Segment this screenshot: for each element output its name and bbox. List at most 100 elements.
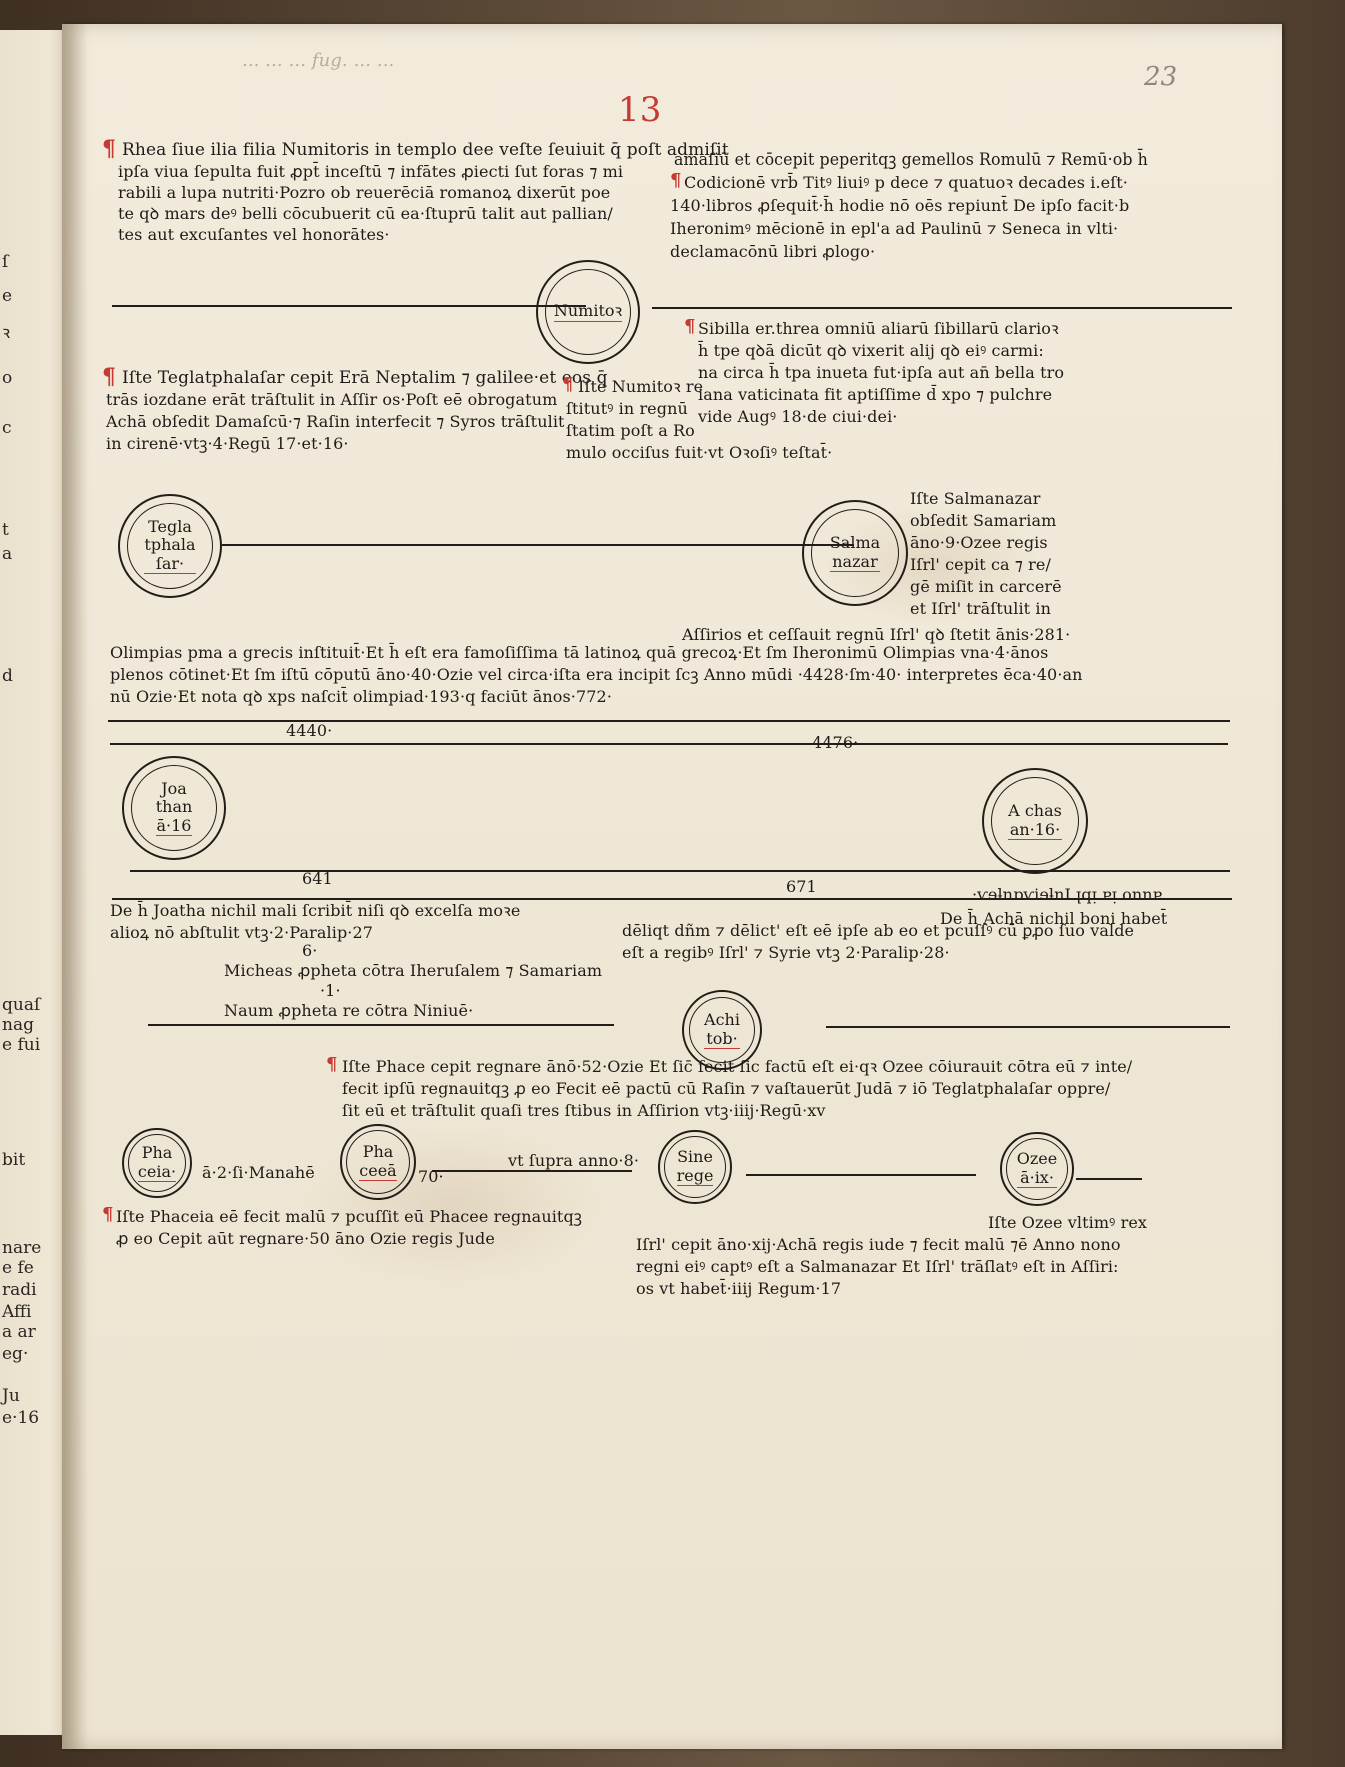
regnum-note: ā·2·ſi·Manahē	[202, 1163, 315, 1182]
joatha-line: De h̄ Joatha nichil mali ſcribit̄ niſi q…	[110, 901, 521, 920]
paragraph-mark: ¶	[684, 316, 696, 337]
left-fragment: a ar	[2, 1322, 36, 1342]
paragraph-mark: ¶	[326, 1054, 338, 1075]
salmanazar-line: āno·9·Ozee regis	[910, 533, 1048, 552]
naum-line: Naum ꝓpheta re cōtra Niniuē·	[224, 1001, 474, 1020]
rhea-line: te qꝺ mars deꝰ belli cōcubuerit cū ea·ſt…	[118, 204, 613, 223]
genealogy-line	[652, 307, 1232, 309]
teglatphalasar-label: Tegla tphala ſar·	[144, 516, 196, 575]
achitob-circle: Achi tob·	[682, 990, 762, 1070]
olimpias-line: plenos cōtinet·Et ſm iſtū cōputū āno·40·…	[110, 665, 1083, 684]
left-fragment: c	[2, 418, 12, 438]
mirrored-text: ·ⱱɘƚnɒⱱiɘƚnI ꞁqᴉ ɐᴉ onnɐ	[972, 885, 1163, 904]
left-fragment: e	[2, 286, 13, 306]
paragraph-mark: ¶	[102, 136, 116, 162]
joatha-end: 6·	[302, 941, 318, 960]
year-mark: 671	[786, 877, 817, 896]
olimpias-line: Olimpias pma a grecis inſtituit̄·Et h̄ e…	[110, 643, 1049, 662]
olimpias-line: nū Ozie·Et nota qꝺ xps naſcit̄ olimpiad·…	[110, 687, 613, 706]
ozee-line: os vt habet̄·iiij Regum·17	[636, 1279, 842, 1298]
genealogy-line	[222, 544, 854, 546]
genealogy-line	[826, 1026, 1230, 1028]
achitob-label: Achi tob·	[704, 1010, 740, 1049]
salmanazar-line: et Iſrl' trāſtulit in	[910, 599, 1052, 618]
year-mark: 641	[302, 869, 333, 888]
genealogy-line	[746, 1174, 976, 1176]
amasiu-line: Iheronimꝰ mēcionē in epl'a ad Paulinū ⁊ …	[670, 219, 1119, 238]
amasiu-line: amaſiū et cōcepit peperitqꝫ gemellos Rom…	[674, 150, 1148, 170]
left-fragment: radi	[2, 1280, 37, 1300]
ozee-circle: Ozee ā·ix·	[1000, 1132, 1074, 1206]
left-fragment: ſ	[2, 252, 9, 272]
left-fragment: nare	[2, 1238, 42, 1258]
teglat-line: trās iozdane erāt trāſtulit in Aſſir os·…	[106, 390, 558, 409]
phacea-label: Pha ceeā	[359, 1142, 397, 1181]
rhea-line: Rhea ſiue ilia filia Numitoris in templo…	[122, 140, 729, 160]
teglat-line: in cirenē·vtꝫ·4·Regū 17·et·16·	[106, 434, 349, 453]
genealogy-line	[112, 305, 586, 307]
left-fragment: a	[2, 544, 13, 564]
sibilla-line: vide Augꝰ 18·de ciui·dei·	[698, 407, 898, 426]
salmanazar-line: gē miſit in carcerē	[910, 577, 1062, 596]
ozee-line: Iſte Ozee vltimꝰ rex	[988, 1213, 1148, 1232]
faint-header: ... ... ... fug. ... ...	[242, 50, 395, 71]
salmanazar-line: obſedit Samariam	[910, 511, 1057, 530]
phacea-circle: Pha ceeā	[340, 1124, 416, 1200]
numitor-label: Numitoꝛ	[553, 301, 623, 322]
genealogy-line	[1076, 1178, 1142, 1180]
rhea-line: rabili a lupa nutriti·Pozro ob reuerēciā…	[118, 183, 611, 202]
left-fragment: nag	[2, 1015, 34, 1035]
left-fragment: quaſ	[2, 995, 41, 1015]
salmanazar-line: Iſte Salmanazar	[910, 489, 1041, 508]
left-fragment: e·16	[2, 1408, 40, 1428]
left-fragment: o	[2, 368, 13, 388]
left-fragment: eg·	[2, 1344, 29, 1364]
quire-mark: 13	[618, 90, 662, 130]
genealogy-line	[130, 870, 1230, 872]
phaceia-line: Iſte Phaceia eē fecit malū ⁊ pcuſſit eū …	[116, 1207, 583, 1226]
sine-rege-circle: Sine rege	[658, 1130, 732, 1204]
phaceia-label: Pha ceia·	[137, 1143, 177, 1182]
numitor-text-line: ſtitutꝰ in regnū	[566, 399, 688, 418]
phaceia-circle: Pha ceia·	[122, 1128, 192, 1198]
page-gutter-shadow	[62, 24, 88, 1749]
achas-circle: A chas an·16·	[982, 768, 1088, 874]
teglat-line: Achā obſedit Damaſcū·⁊ Raſin interfecit …	[106, 412, 565, 431]
joatha-circle: Joa than ā·16	[122, 756, 226, 860]
book-page: ... ... ... fug. ... ... 13 23 ¶ Rhea ſi…	[62, 24, 1282, 1749]
genealogy-line	[148, 1024, 614, 1026]
rhea-line: ipſa viua ſepulta fuit ꝓpt̄ inceſtū ⁊ in…	[118, 162, 624, 181]
ozee-line: Iſrl' cepit āno·xij·Achā regis iude ⁊ fe…	[636, 1235, 1121, 1254]
left-fragment: e fui	[2, 1035, 41, 1055]
left-fragment: bit	[2, 1150, 26, 1170]
sibilla-line: h̄ tpe qꝺā dicūt qꝺ vixerit alij qꝺ eiꝰ …	[698, 341, 1044, 360]
genealogy-line	[112, 898, 1232, 900]
achas-label: A chas an·16·	[1008, 801, 1062, 840]
michea-line: Micheas ꝓpheta cōtra Iheruſalem ⁊ Samari…	[224, 961, 603, 980]
teglat-line: Iſte Teglatphalaſar cepit Erā Neptalim ⁊…	[122, 368, 608, 388]
acha-line: eſt a regibꝰ Iſrl' ⁊ Syrie vtꝫ 2·Paralip…	[622, 943, 950, 962]
left-fragment: e fe	[2, 1258, 34, 1278]
michea-end: ·1·	[320, 981, 341, 1000]
phacee-line: ſit eū et trāſtulit quaſi tres ſtibus in…	[342, 1101, 826, 1120]
left-fragment: ꝛ	[2, 323, 11, 343]
year-mark: 4476·	[812, 733, 859, 752]
assirios-line: Aſſirios et ceſſauit regnū Iſrl' qꝺ ſtet…	[682, 625, 1071, 644]
ozee-line: regni eiꝰ captꝰ eſt a Salmanazar Et Iſrl…	[636, 1257, 1119, 1276]
teglatphalasar-circle: Tegla tphala ſar·	[118, 494, 222, 598]
left-fragment: Ju	[2, 1386, 20, 1406]
paragraph-mark: ¶	[102, 364, 116, 390]
acha-line: De h̄ Achā nichil boni habet̄	[940, 909, 1168, 928]
phacee-line: Iſte Phace cepit regnare ānō·52·Ozie Et …	[342, 1057, 1133, 1076]
left-fragment: d	[2, 666, 13, 686]
sibilla-line: na circa h̄ tpa inueta fut·ipſa aut an̄ …	[698, 363, 1065, 382]
sine-rege-label: Sine rege	[676, 1147, 714, 1186]
amasiu-line: Codicionē vrb̄ Titꝰ liuiꝰ p dece ⁊ quatu…	[684, 173, 1128, 192]
genealogy-line	[432, 1170, 632, 1172]
year-mark: 4440·	[286, 721, 333, 740]
salmanazar-line: Iſrl' cepit ca ⁊ re/	[910, 555, 1051, 574]
supra-anno: vt ſupra anno·8·	[508, 1151, 640, 1170]
sibilla-line: Sibilla er.threa omniū aliarū ſibillarū …	[698, 319, 1059, 338]
joatha-line: alioꝝ nō abſtulit vtꝫ·2·Paralip·27	[110, 923, 374, 942]
paragraph-mark: ¶	[102, 1204, 114, 1225]
